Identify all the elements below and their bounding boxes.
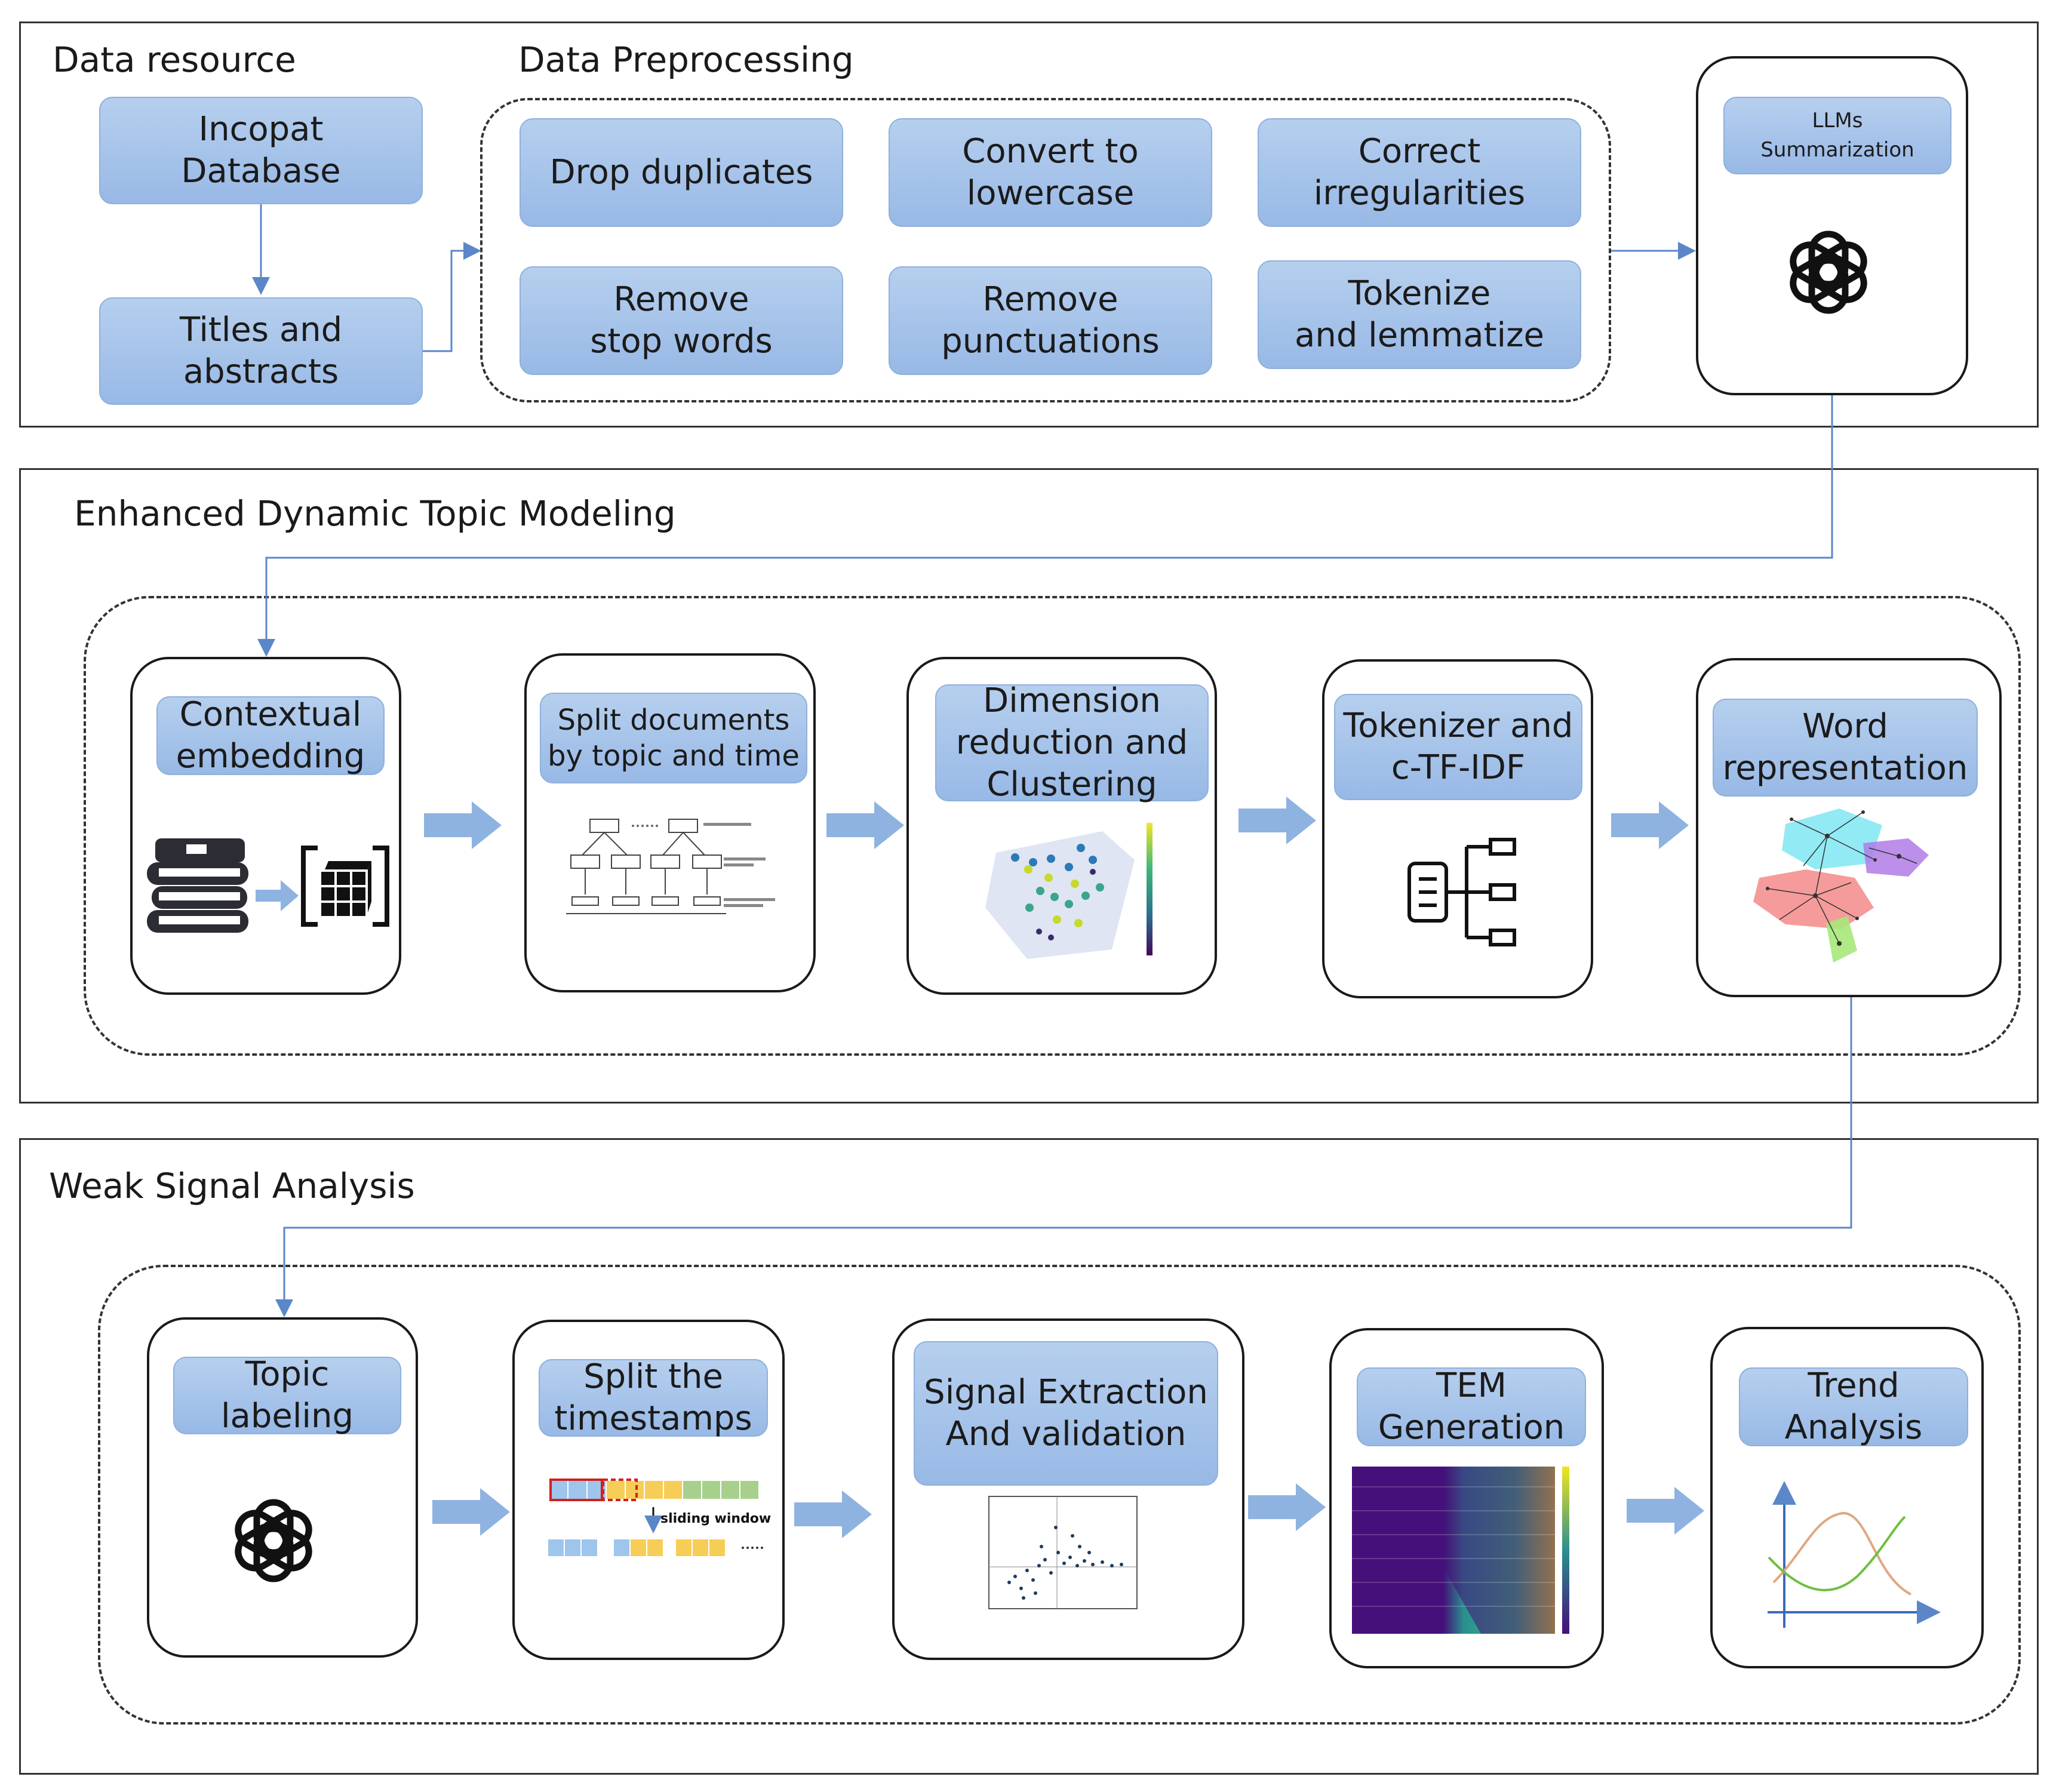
signal-extraction-label: Signal Extraction And validation — [914, 1341, 1218, 1486]
incopat-database-box: Incopat Database — [99, 97, 423, 204]
word-representation-label: Word representation — [1713, 699, 1978, 797]
split-tree-dots-icon — [632, 825, 658, 827]
drop-duplicates-step: Drop duplicates — [520, 118, 843, 227]
trend-analysis-label: Trend Analysis — [1739, 1366, 1968, 1447]
embedding-arrow-icon — [256, 880, 299, 911]
dimension-reduction-label: Dimension reduction and Clustering — [935, 681, 1209, 804]
sliding-window-label: sliding window — [660, 1511, 771, 1526]
tokenizer-ctfidf-label: Tokenizer and c-TF-IDF — [1334, 694, 1582, 800]
openai-logo-icon — [1787, 234, 1870, 311]
correct-irregularities-step: Correct irregularities — [1258, 118, 1581, 227]
topic-modeling-title: Enhanced Dynamic Topic Modeling — [74, 493, 676, 534]
data-resource-title: Data resource — [53, 39, 296, 80]
tokenize-lemmatize-step: Tokenize and lemmatize — [1258, 260, 1581, 369]
data-preprocessing-title: Data Preprocessing — [518, 39, 854, 80]
timestamp-bar-icon: sliding window — [548, 1479, 771, 1556]
connector-lines — [252, 204, 1852, 1317]
contextual-embedding-label: Contextual embedding — [156, 695, 385, 776]
topic-modeling-group — [84, 596, 2021, 1056]
tensor-icon — [301, 846, 389, 927]
split-tree-icon — [566, 819, 726, 914]
titles-abstracts-box: Titles and abstracts — [99, 297, 423, 405]
remove-stopwords-step: Remove stop words — [520, 266, 843, 375]
remove-punctuations-step: Remove punctuations — [889, 266, 1212, 375]
openai-logo-icon — [232, 1502, 315, 1579]
hierarchy-icon — [1407, 838, 1516, 946]
preprocessing-group — [480, 98, 1611, 402]
tem-heatmap-icon — [1352, 1467, 1569, 1634]
llm-summarization-label: LLMs Summarization — [1723, 97, 1951, 174]
trend-chart-icon — [1768, 1481, 1941, 1628]
word-network-icon — [1753, 809, 1929, 963]
split-documents-label: Split documents by topic and time — [540, 693, 807, 783]
split-tree-notes-icon — [703, 823, 775, 907]
topic-labeling-label: Topic labeling — [173, 1355, 401, 1436]
convert-lowercase-step: Convert to lowercase — [889, 118, 1212, 227]
split-timestamps-label: Split the timestamps — [539, 1357, 768, 1438]
signal-scatter-icon — [988, 1496, 1138, 1609]
books-icon — [147, 838, 248, 933]
tem-generation-label: TEM Generation — [1357, 1366, 1586, 1447]
weak-signal-group — [98, 1265, 2021, 1725]
weak-signal-title: Weak Signal Analysis — [49, 1166, 415, 1206]
cluster-scatter-icon — [985, 823, 1152, 959]
